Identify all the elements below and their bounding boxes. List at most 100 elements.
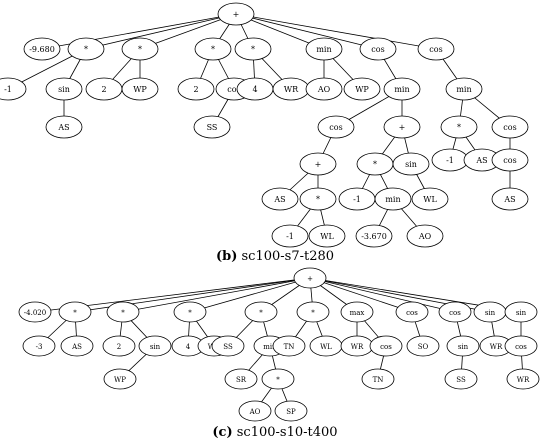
node-label: cos bbox=[406, 309, 418, 317]
node-label: min bbox=[394, 85, 409, 94]
tree-node: WP bbox=[103, 368, 137, 390]
tree-node: cos bbox=[395, 301, 429, 323]
node-ellipse bbox=[67, 37, 105, 61]
node-label: 2 bbox=[117, 343, 121, 351]
node-label: -1 bbox=[286, 232, 294, 241]
node-ellipse bbox=[491, 187, 529, 211]
node-label: cos bbox=[429, 45, 442, 54]
tree-node: cos bbox=[438, 301, 472, 323]
node-ellipse bbox=[446, 335, 480, 357]
node-label: * bbox=[84, 45, 88, 54]
node-label: SP bbox=[286, 408, 296, 416]
tree-node: cos bbox=[317, 115, 355, 139]
node-label: 4 bbox=[252, 85, 257, 94]
node-ellipse bbox=[296, 301, 330, 323]
node-label: WR bbox=[490, 343, 503, 351]
node-ellipse bbox=[440, 115, 478, 139]
node-label: * bbox=[276, 376, 280, 384]
tree-node: * bbox=[194, 37, 232, 61]
node-label: min bbox=[385, 195, 400, 204]
node-ellipse bbox=[22, 335, 56, 357]
node-ellipse bbox=[18, 301, 52, 323]
tree-edge bbox=[235, 13, 437, 50]
node-ellipse bbox=[411, 187, 449, 211]
tree-node: WL bbox=[309, 335, 343, 357]
caption-b: (b) sc100-s7-t280 bbox=[0, 249, 550, 264]
tree-node: * bbox=[356, 152, 394, 176]
node-ellipse bbox=[445, 77, 483, 101]
caption-b-letter: (b) bbox=[215, 249, 238, 264]
node-ellipse bbox=[305, 77, 343, 101]
node-label: WP bbox=[114, 376, 126, 384]
tree-node: * bbox=[67, 37, 105, 61]
node-label: cos bbox=[503, 156, 516, 165]
node-ellipse bbox=[121, 37, 159, 61]
tree-node: 2 bbox=[102, 335, 136, 357]
node-label: * bbox=[138, 45, 142, 54]
node-label: SR bbox=[236, 376, 247, 384]
tree-node: SS bbox=[193, 115, 231, 139]
tree-node: cos bbox=[504, 335, 538, 357]
tree-node: AO bbox=[406, 224, 444, 248]
tree-node: + bbox=[217, 2, 255, 26]
node-label: cos bbox=[380, 343, 392, 351]
node-label: * bbox=[311, 309, 315, 317]
tree-node: sin bbox=[392, 152, 430, 176]
tree-node: cos bbox=[491, 148, 529, 172]
node-ellipse bbox=[261, 368, 295, 390]
tree-node: * bbox=[173, 301, 207, 323]
node-label: cos bbox=[503, 123, 516, 132]
tree-node: AS bbox=[45, 115, 83, 139]
node-ellipse bbox=[238, 400, 272, 422]
node-label: min bbox=[263, 343, 277, 351]
node-label: 2 bbox=[193, 85, 198, 94]
node-label: -1 bbox=[446, 156, 454, 165]
tree-node: SP bbox=[274, 400, 308, 422]
node-label: * bbox=[457, 123, 461, 132]
node-ellipse bbox=[244, 301, 278, 323]
node-label: AS bbox=[503, 195, 515, 204]
tree-node: + bbox=[299, 152, 337, 176]
node-ellipse bbox=[138, 335, 172, 357]
tree-node: -1 bbox=[338, 187, 376, 211]
node-label: SS bbox=[456, 376, 466, 384]
node-ellipse bbox=[343, 77, 381, 101]
node-label: sin bbox=[458, 343, 469, 351]
tree-node: AS bbox=[261, 187, 299, 211]
node-label: sin bbox=[58, 85, 70, 94]
node-label: * bbox=[259, 309, 263, 317]
node-ellipse bbox=[355, 224, 393, 248]
node-ellipse bbox=[504, 301, 538, 323]
tree-node: min bbox=[374, 187, 412, 211]
node-ellipse bbox=[173, 301, 207, 323]
node-ellipse bbox=[45, 77, 83, 101]
node-ellipse bbox=[234, 37, 272, 61]
node-label: SO bbox=[418, 343, 429, 351]
node-ellipse bbox=[308, 224, 346, 248]
node-label: WL bbox=[423, 195, 437, 204]
tree-node: WP bbox=[121, 77, 159, 101]
node-label: * bbox=[73, 309, 77, 317]
node-ellipse bbox=[58, 301, 92, 323]
caption-b-text: sc100-s7-t280 bbox=[241, 249, 335, 264]
tree-node: SS bbox=[444, 368, 478, 390]
node-label: + bbox=[233, 10, 240, 19]
node-ellipse bbox=[395, 301, 429, 323]
node-label: -1 bbox=[353, 195, 361, 204]
node-ellipse bbox=[211, 335, 245, 357]
node-label: AS bbox=[475, 156, 487, 165]
tree-node: 2 bbox=[85, 77, 123, 101]
node-label: sin bbox=[150, 343, 161, 351]
tree-node: AS bbox=[60, 335, 94, 357]
node-ellipse bbox=[392, 152, 430, 176]
node-ellipse bbox=[406, 335, 440, 357]
tree-node: AS bbox=[491, 187, 529, 211]
node-ellipse bbox=[340, 301, 374, 323]
node-label: * bbox=[211, 45, 215, 54]
tree-node: -1 bbox=[431, 148, 469, 172]
tree-node: WR bbox=[340, 335, 374, 357]
node-ellipse bbox=[504, 335, 538, 357]
node-ellipse bbox=[103, 368, 137, 390]
